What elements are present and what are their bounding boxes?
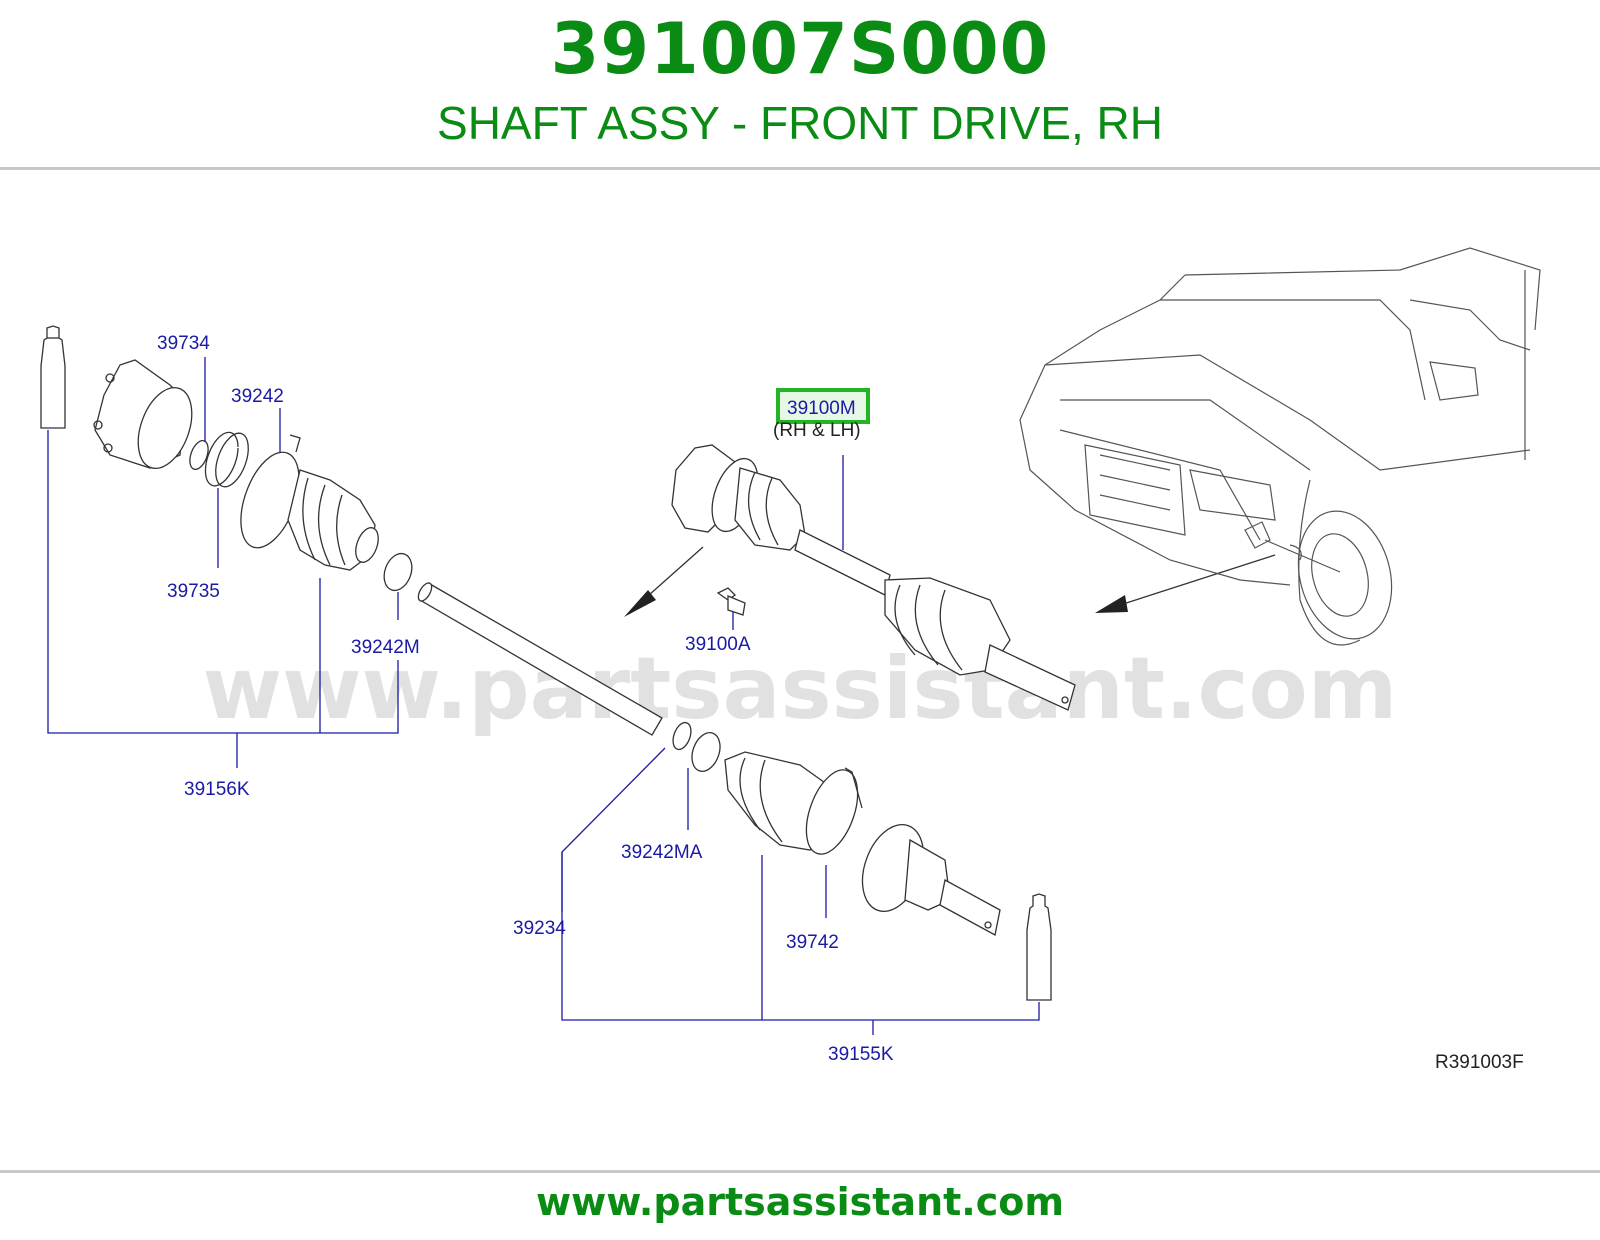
shaft-bar-39234	[417, 582, 663, 736]
inner-boot	[287, 469, 379, 571]
outer-housing-39734	[93, 359, 193, 469]
header-divider	[0, 167, 1600, 170]
grease-tube-left	[40, 325, 66, 429]
reference-code: R391003F	[1435, 1052, 1524, 1073]
rh-lh-note: (RH & LH)	[773, 420, 861, 441]
callout-39735[interactable]: 39735	[167, 581, 220, 602]
callout-39156K[interactable]: 39156K	[184, 779, 250, 800]
callout-39234[interactable]: 39234	[513, 918, 566, 939]
callout-39242M[interactable]: 39242M	[351, 637, 420, 658]
outer-joint	[861, 823, 1001, 936]
leader-lines	[47, 357, 1040, 1035]
bolt-39100A	[716, 587, 746, 616]
shaft-assembly-39100M	[671, 444, 1076, 711]
callout-39242MA[interactable]: 39242MA	[621, 842, 703, 863]
callout-39742[interactable]: 39742	[786, 932, 839, 953]
page-header: 391007S000 SHAFT ASSY - FRONT DRIVE, RH	[0, 0, 1600, 170]
footer-url-link[interactable]: www.partsassistant.com	[536, 1180, 1064, 1224]
snap-ring-39735-small	[189, 439, 209, 471]
boot-band-39242MA	[691, 732, 721, 772]
snap-ring-39735	[204, 431, 239, 487]
part-number-title: 391007S000	[550, 8, 1050, 90]
callout-39155K[interactable]: 39155K	[828, 1044, 894, 1065]
direction-arrows	[624, 546, 1276, 617]
watermark-text: www.partsassistant.com	[203, 639, 1398, 739]
vehicle-sketch	[1019, 247, 1541, 646]
boot-band-39742	[805, 769, 859, 855]
footer-divider	[0, 1170, 1600, 1173]
part-description: SHAFT ASSY - FRONT DRIVE, RH	[437, 97, 1163, 149]
grease-tube-right	[1026, 893, 1052, 1001]
callout-39100A[interactable]: 39100A	[685, 634, 751, 655]
callout-39734[interactable]: 39734	[157, 333, 210, 354]
boot-band-39242M	[383, 552, 413, 592]
boot-band-39242	[240, 434, 301, 549]
snap-ring-small	[672, 721, 692, 751]
highlight-box-39100M	[776, 388, 870, 424]
callout-39100M[interactable]: 39100M	[787, 398, 856, 419]
callout-39242[interactable]: 39242	[231, 386, 284, 407]
